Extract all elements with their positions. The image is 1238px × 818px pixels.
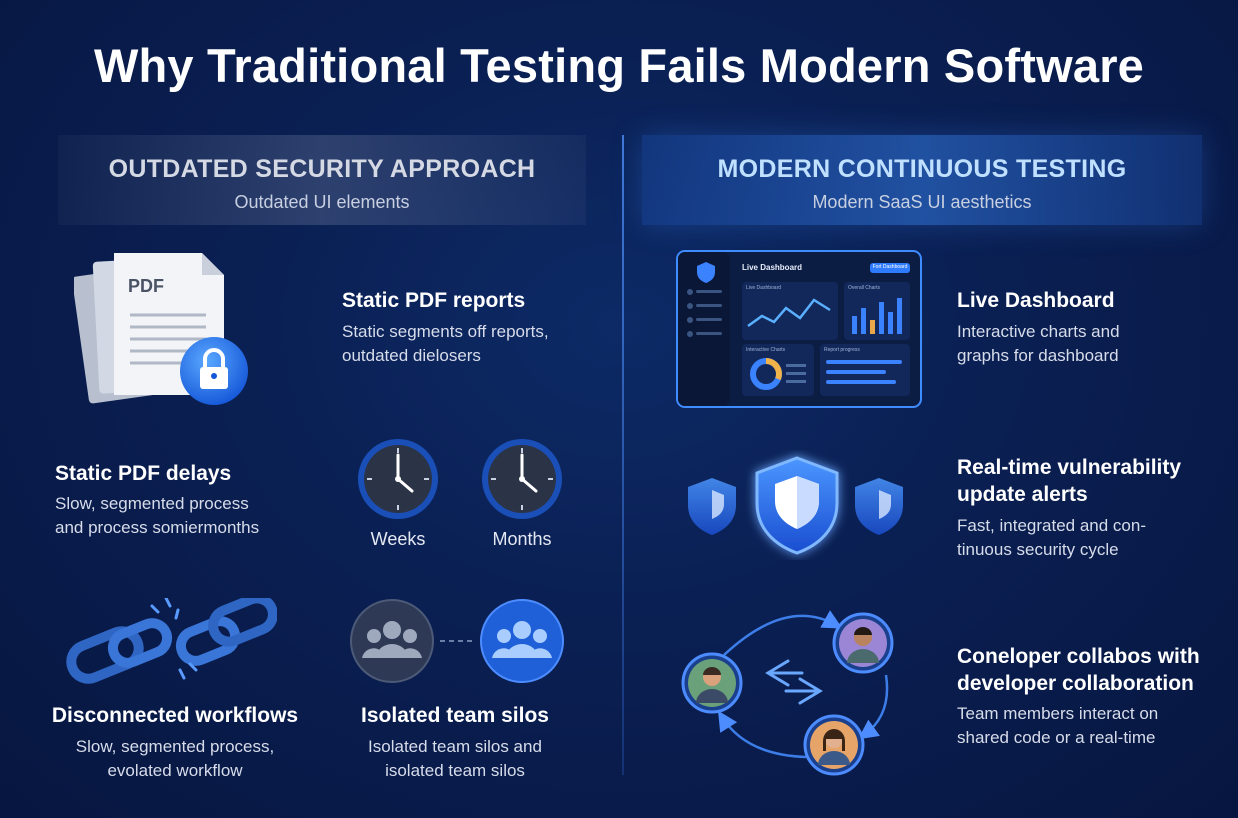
collab-title-2: developer collaboration <box>957 672 1194 695</box>
right-header-subtitle: Modern SaaS UI aesthetics <box>812 192 1032 212</box>
dashboard-card-2-label: Overall Charts <box>848 285 880 291</box>
center-divider <box>622 135 624 775</box>
workflows-desc-2: evolated workflow <box>107 761 243 780</box>
pdf-doc-label: PDF <box>128 276 164 296</box>
alerts-title-2: update alerts <box>957 483 1088 506</box>
right-header-title: MODERN CONTINUOUS TESTING <box>717 155 1127 183</box>
silos-desc-1: Isolated team silos and <box>368 737 542 756</box>
alerts-title-1: Real-time vulnerability <box>957 456 1182 479</box>
left-header-subtitle: Outdated UI elements <box>234 192 410 212</box>
dashboard-desc-2: graphs for dashboard <box>957 346 1119 365</box>
clock-weeks-icon <box>356 437 440 521</box>
silos-desc-2: isolated team silos <box>385 761 525 780</box>
pdf-delays-desc-2: and process somiermonths <box>55 518 260 537</box>
clock-weeks-label: Weeks <box>370 529 426 549</box>
workflows-title: Disconnected workflows <box>51 704 299 727</box>
left-header: OUTDATED SECURITY APPROACH Outdated UI e… <box>58 135 586 225</box>
collab-desc-2: shared code or a real-time <box>957 728 1156 747</box>
dashboard-desc-1: Interactive charts and <box>957 322 1120 341</box>
shield-icon <box>680 450 915 560</box>
pdf-reports-desc-1: Static segments off reports, <box>342 322 549 341</box>
dashboard-card-1-label: Live Dashboard <box>746 285 782 291</box>
pdf-delays-title: Static PDF delays <box>55 462 232 485</box>
pdf-delays-desc-1: Slow, segmented process <box>55 494 249 513</box>
dashboard-mock-button: Fort Dashboard <box>872 264 908 270</box>
dashboard-mock-title: Live Dashboard <box>742 263 803 272</box>
left-header-title: OUTDATED SECURITY APPROACH <box>108 155 536 183</box>
alerts-desc-2: tinuous security cycle <box>957 540 1119 559</box>
silos-title: Isolated team silos <box>361 704 549 727</box>
alerts-desc-1: Fast, integrated and con- <box>957 516 1147 535</box>
clock-months-label: Months <box>492 529 552 549</box>
pdf-lock-icon <box>74 245 254 410</box>
team-group-icon <box>348 598 568 688</box>
workflows-desc-1: Slow, segmented process, <box>75 737 275 756</box>
dashboard-mockup: Live Dashboard Fort Dashboard Live Dashb… <box>676 250 922 408</box>
clock-months-icon <box>480 437 564 521</box>
pdf-reports-desc-2: outdated dielosers <box>342 346 481 365</box>
dashboard-title: Live Dashboard <box>957 289 1115 312</box>
dashboard-card-3-label: Interactive Charts <box>746 347 786 353</box>
avatar-cycle-icon <box>676 605 901 780</box>
collab-title-1: Coneloper collabos with <box>957 645 1200 668</box>
pdf-reports-title: Static PDF reports <box>342 289 526 312</box>
broken-chain-icon <box>62 598 277 693</box>
collab-desc-1: Team members interact on <box>957 704 1159 723</box>
right-header: MODERN CONTINUOUS TESTING Modern SaaS UI… <box>642 135 1202 225</box>
page-title: Why Traditional Testing Fails Modern Sof… <box>93 39 1145 92</box>
dashboard-card-4-label: Report progress <box>824 347 860 353</box>
